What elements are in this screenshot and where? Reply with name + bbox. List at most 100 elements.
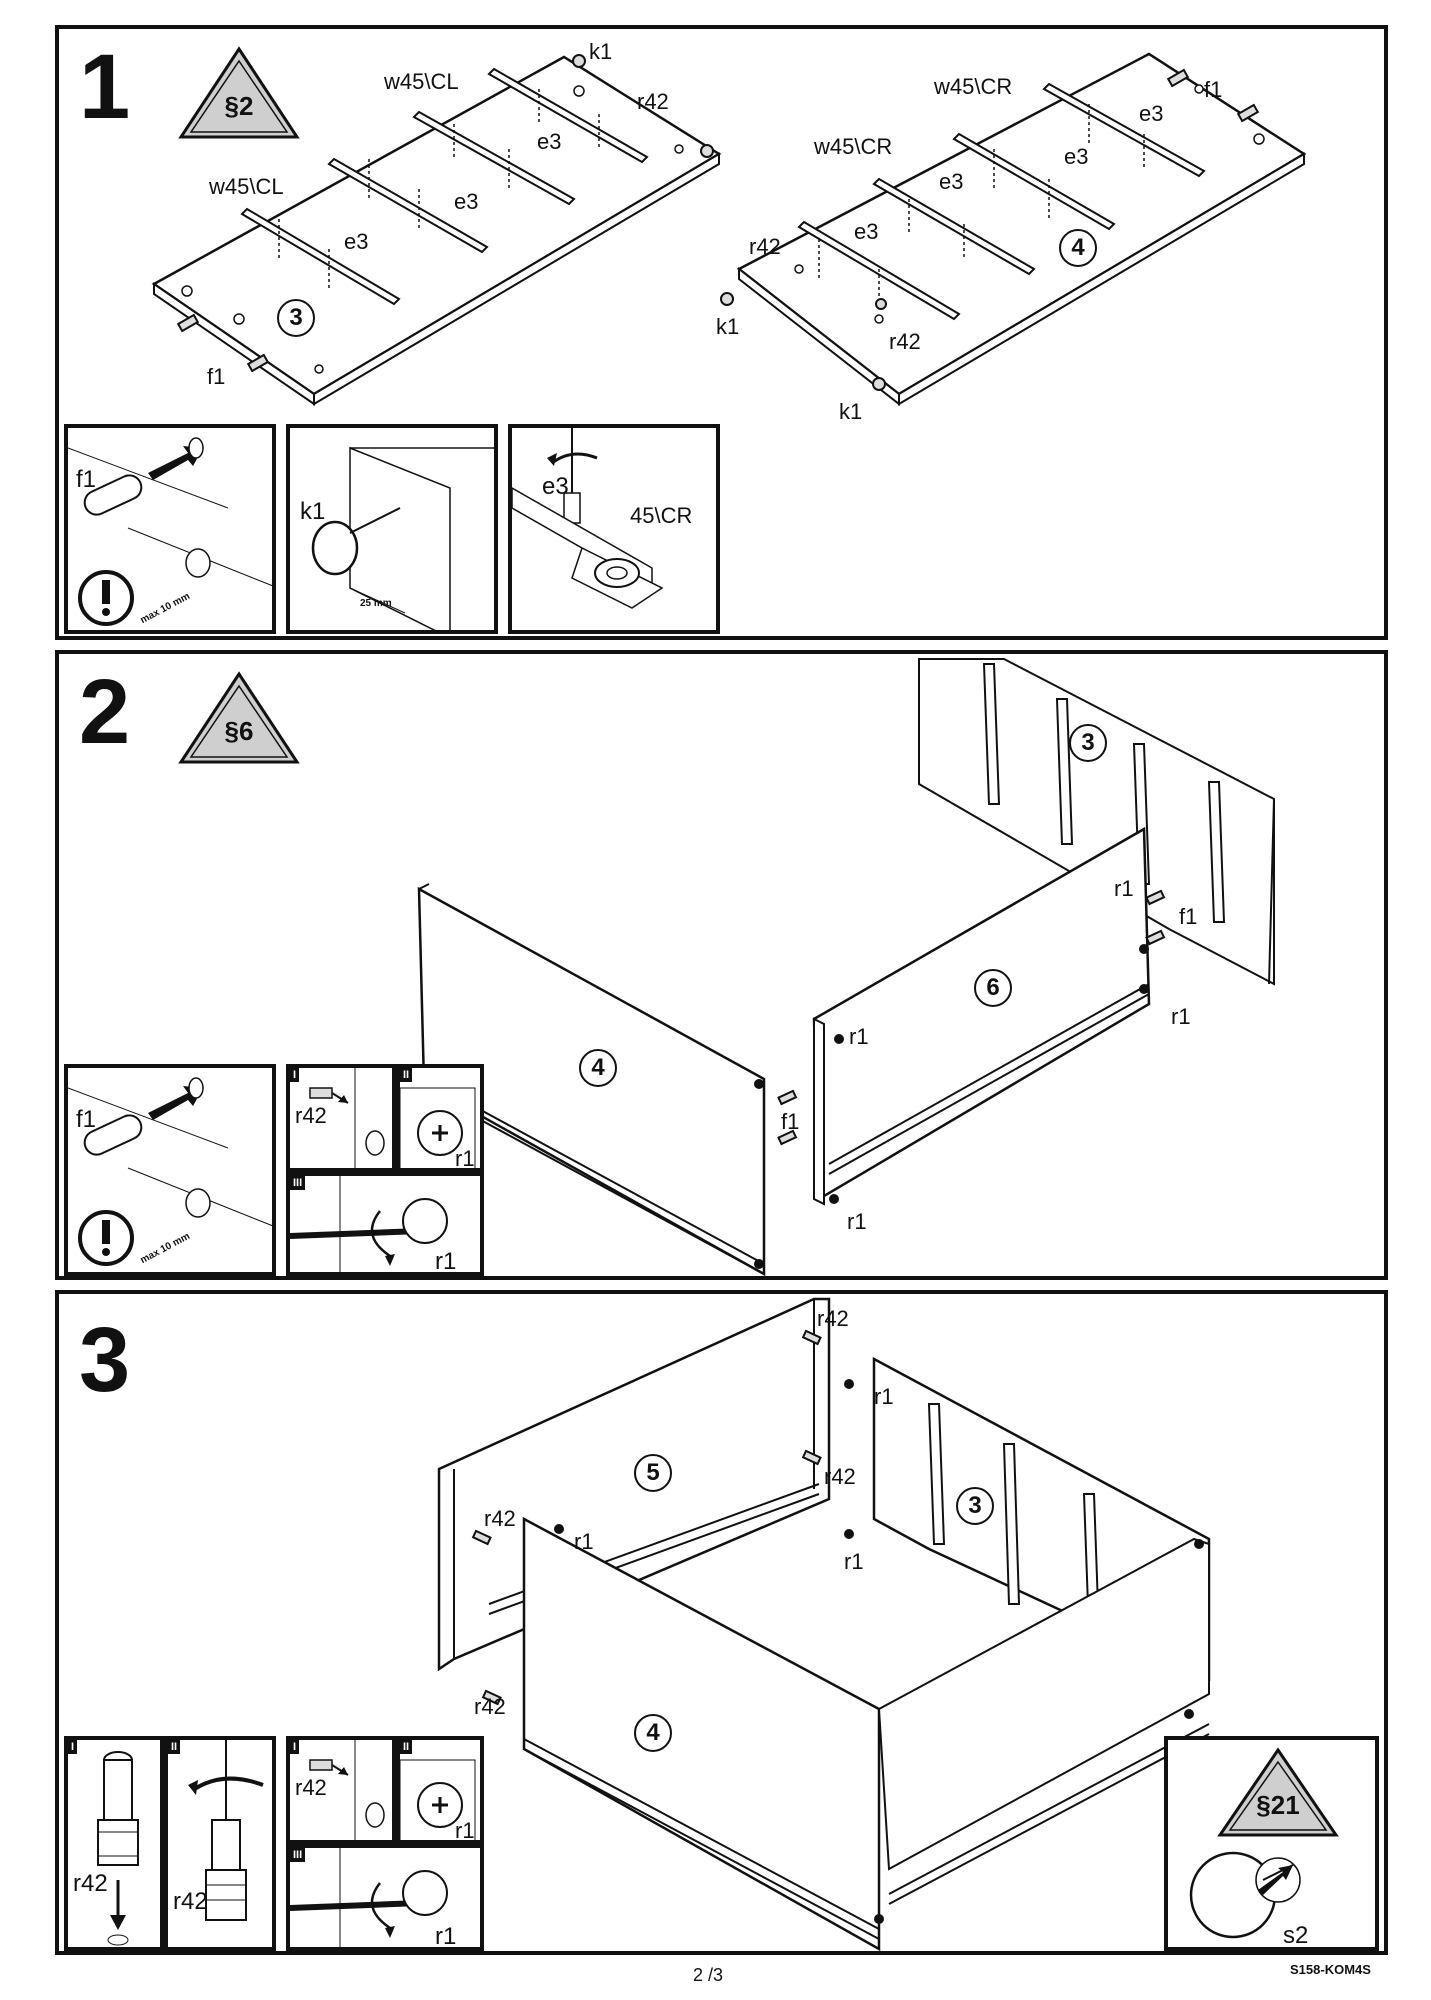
part-number-badge: 3 xyxy=(277,299,315,337)
part-number-badge: 4 xyxy=(1059,229,1097,267)
part-number-badge: 4 xyxy=(579,1049,617,1087)
label-k1: k1 xyxy=(839,399,863,424)
label-k1: k1 xyxy=(716,314,740,339)
sub-step-tag: III xyxy=(290,1176,306,1190)
inset-label: r42 xyxy=(173,1888,208,1915)
inset-label: r1 xyxy=(455,1818,475,1843)
inset-sub-ii: II r1 xyxy=(396,1736,484,1844)
inset-sub-i: I r42 xyxy=(286,1064,396,1172)
carcass-drawing xyxy=(417,658,1275,1277)
part-number-badge: 6 xyxy=(974,969,1012,1007)
inset-sub-ii-big: II r42 xyxy=(164,1736,276,1951)
sub-step-tag: I xyxy=(68,1740,78,1754)
part-number-badge: 5 xyxy=(634,1454,672,1492)
cam-turn-drawing xyxy=(290,1176,448,1272)
sub-step-tag: I xyxy=(290,1740,300,1754)
step-number: 2 xyxy=(79,661,131,763)
step-1-panel: 1 §2 xyxy=(55,25,1388,640)
label-r1: r1 xyxy=(844,1549,864,1574)
dowel-drawing xyxy=(68,1077,272,1266)
sub-step-tag: II xyxy=(400,1740,413,1754)
inset-label: r1 xyxy=(435,1923,457,1950)
step-3-panel: 3 r42 xyxy=(55,1290,1388,1955)
part-number-badge: 3 xyxy=(956,1487,994,1525)
sub-step-tag: II xyxy=(400,1068,413,1082)
label-r42: r42 xyxy=(474,1694,506,1719)
inset-label: f1 xyxy=(76,1106,97,1133)
label-e3: e3 xyxy=(344,229,369,254)
label-f1: f1 xyxy=(1179,904,1198,929)
label-r42: r42 xyxy=(749,234,781,259)
document-code: S158-KOM4S xyxy=(1290,1962,1371,1977)
cam-lock-drawing xyxy=(400,1759,476,1840)
label-k1: k1 xyxy=(589,39,613,64)
part-number-badge: 3 xyxy=(1069,724,1107,762)
label-w45cl: w45\CL xyxy=(384,69,459,94)
label-f1: f1 xyxy=(1204,77,1223,102)
label-r1: r1 xyxy=(1171,1004,1191,1029)
badge-text: §2 xyxy=(224,91,254,121)
inset-label: r42 xyxy=(73,1870,108,1897)
inset-sub-ii: II r1 xyxy=(396,1064,484,1172)
sub-step-tag: III xyxy=(290,1848,306,1862)
page-number: 2 /3 xyxy=(693,1965,724,1985)
screw-rail-drawing xyxy=(512,428,664,609)
label-w45cr: w45\CR xyxy=(814,134,893,159)
drawer-assembly-drawing xyxy=(437,1297,1211,1952)
label-e3: e3 xyxy=(1139,101,1164,126)
inset-f1-detail: f1 max 10 mm xyxy=(64,1064,276,1276)
label-r1: r1 xyxy=(849,1024,869,1049)
handle-drawing xyxy=(1189,1747,1339,1939)
label-r42: r42 xyxy=(824,1464,856,1489)
warning-triangle-icon xyxy=(178,46,300,139)
knob-drawing xyxy=(311,446,494,630)
inset-handle-detail: §21 s2 xyxy=(1164,1736,1379,1951)
inset-label: k1 xyxy=(300,498,326,525)
dowel-drawing xyxy=(68,437,272,626)
inset-note: 25 mm xyxy=(360,598,392,609)
label-r1: r1 xyxy=(874,1384,894,1409)
cam-bolt-drawing xyxy=(309,1068,385,1168)
warning-triangle-icon xyxy=(178,671,300,764)
inset-label: r42 xyxy=(295,1775,327,1800)
inset-label: r1 xyxy=(455,1146,475,1171)
label-e3: e3 xyxy=(1064,144,1089,169)
cam-turn-drawing xyxy=(290,1848,448,1947)
step-number: 3 xyxy=(79,1309,131,1411)
label-e3: e3 xyxy=(854,219,879,244)
label-r1: r1 xyxy=(1114,876,1134,901)
label-r42: r42 xyxy=(484,1506,516,1531)
inset-sub-i: I r42 xyxy=(286,1736,396,1844)
inset-label: e3 xyxy=(542,473,569,500)
inset-part: 45\CR xyxy=(630,503,693,528)
label-f1: f1 xyxy=(781,1109,800,1134)
inset-sub-iii: III r1 xyxy=(286,1172,484,1276)
inset-e3-detail: e3 45\CR xyxy=(508,424,720,634)
cam-bolt-tighten-drawing xyxy=(188,1740,264,1921)
step-number: 1 xyxy=(79,36,131,138)
label-r1: r1 xyxy=(847,1209,867,1234)
inset-sub-i-big: I r42 xyxy=(64,1736,164,1951)
inset-label: r42 xyxy=(295,1103,327,1128)
label-e3: e3 xyxy=(939,169,964,194)
sub-step-tag: II xyxy=(168,1740,181,1754)
panel-4-drawing xyxy=(720,52,1307,407)
label-e3: e3 xyxy=(537,129,562,154)
inset-label: s2 xyxy=(1283,1922,1309,1949)
inset-sub-iii: III r1 xyxy=(286,1844,484,1951)
inset-f1-detail: f1 max 10 mm xyxy=(64,424,276,634)
badge-text: §6 xyxy=(224,716,254,746)
label-r1: r1 xyxy=(574,1529,594,1554)
inset-label: r1 xyxy=(435,1248,457,1275)
cam-lock-drawing xyxy=(400,1087,476,1168)
sub-step-tag: I xyxy=(290,1068,300,1082)
inset-label: f1 xyxy=(76,466,97,493)
label-r42: r42 xyxy=(817,1306,849,1331)
part-number-badge: 4 xyxy=(634,1714,672,1752)
label-e3: e3 xyxy=(454,189,479,214)
inset-k1-detail: k1 25 mm xyxy=(286,424,498,634)
label-r42: r42 xyxy=(637,89,669,114)
cam-bolt-drawing xyxy=(309,1740,385,1840)
badge-text: §21 xyxy=(1256,1790,1300,1820)
step-2-panel: 2 §6 xyxy=(55,650,1388,1280)
